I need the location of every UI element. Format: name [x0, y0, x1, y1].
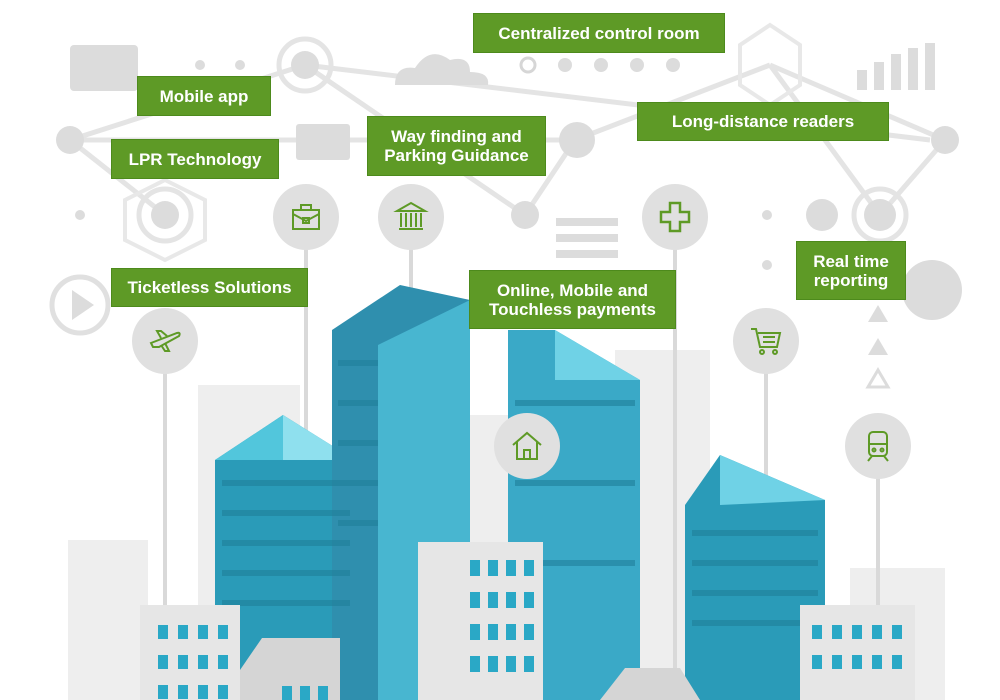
network-nodes	[49, 22, 962, 389]
label-wayfinding: Way finding and Parking Guidance	[367, 116, 546, 176]
briefcase-icon	[273, 184, 339, 250]
label-centralized-control-room: Centralized control room	[473, 13, 725, 53]
airplane-icon	[132, 308, 198, 374]
house-icon	[494, 413, 560, 479]
blue-towers	[215, 285, 825, 700]
train-icon	[845, 413, 911, 479]
medical-cross-icon	[642, 184, 708, 250]
label-payments: Online, Mobile and Touchless payments	[469, 270, 676, 329]
label-real-time-reporting: Real time reporting	[796, 241, 906, 300]
label-lpr-technology: LPR Technology	[111, 139, 279, 179]
bank-icon	[378, 184, 444, 250]
label-long-distance-readers: Long-distance readers	[637, 102, 889, 141]
label-mobile-app: Mobile app	[137, 76, 271, 116]
label-ticketless-solutions: Ticketless Solutions	[111, 268, 308, 307]
foreground-buildings	[140, 542, 915, 700]
shopping-cart-icon	[733, 308, 799, 374]
